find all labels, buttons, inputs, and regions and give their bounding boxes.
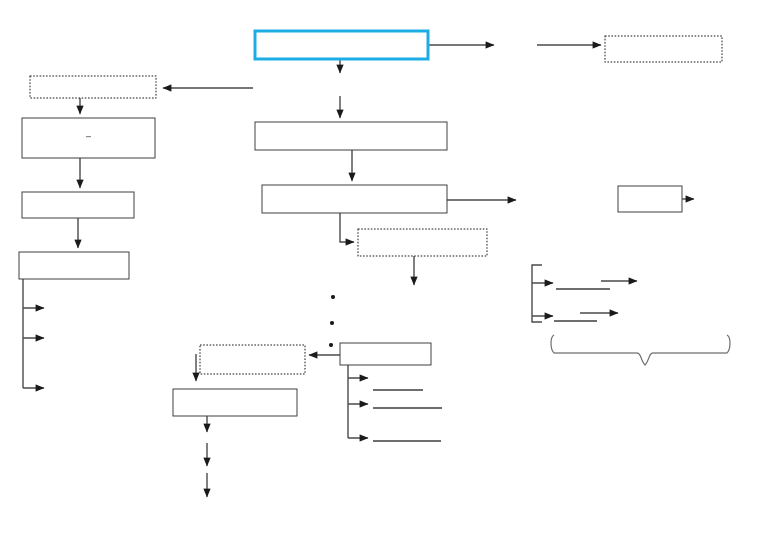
process-box-left-1[interactable]	[21, 117, 156, 159]
ellipsis-dot-2	[330, 321, 334, 325]
underlines-layer	[373, 288, 610, 442]
process-box-center-1[interactable]	[254, 121, 448, 151]
nodes-layer	[18, 29, 723, 417]
brace-layer	[550, 334, 731, 366]
process-box-left-2[interactable]	[21, 191, 135, 219]
bracket-right-trunk	[531, 264, 542, 323]
ellipsis-dot-1	[331, 295, 335, 299]
dotted-annotation-box-top-right[interactable]	[604, 35, 723, 63]
process-box-left-3[interactable]	[18, 251, 130, 280]
elbow-center2-to-dotted	[339, 213, 355, 246]
curly-brace-grouping	[550, 334, 731, 366]
process-box-lower[interactable]	[172, 388, 298, 417]
dotted-annotation-box-lower[interactable]	[199, 344, 306, 375]
ellipsis-dot-3	[329, 343, 333, 347]
connectors-layer	[22, 41, 695, 498]
dotted-annotation-box-left[interactable]	[29, 75, 157, 99]
highlighted-process-box[interactable]	[253, 29, 430, 61]
process-box-lower-right[interactable]	[339, 342, 432, 366]
dots-layer	[329, 295, 335, 347]
process-box-right-small[interactable]	[617, 185, 683, 213]
process-box-center-2[interactable]	[261, 184, 448, 214]
dotted-annotation-box-center[interactable]	[357, 228, 488, 257]
